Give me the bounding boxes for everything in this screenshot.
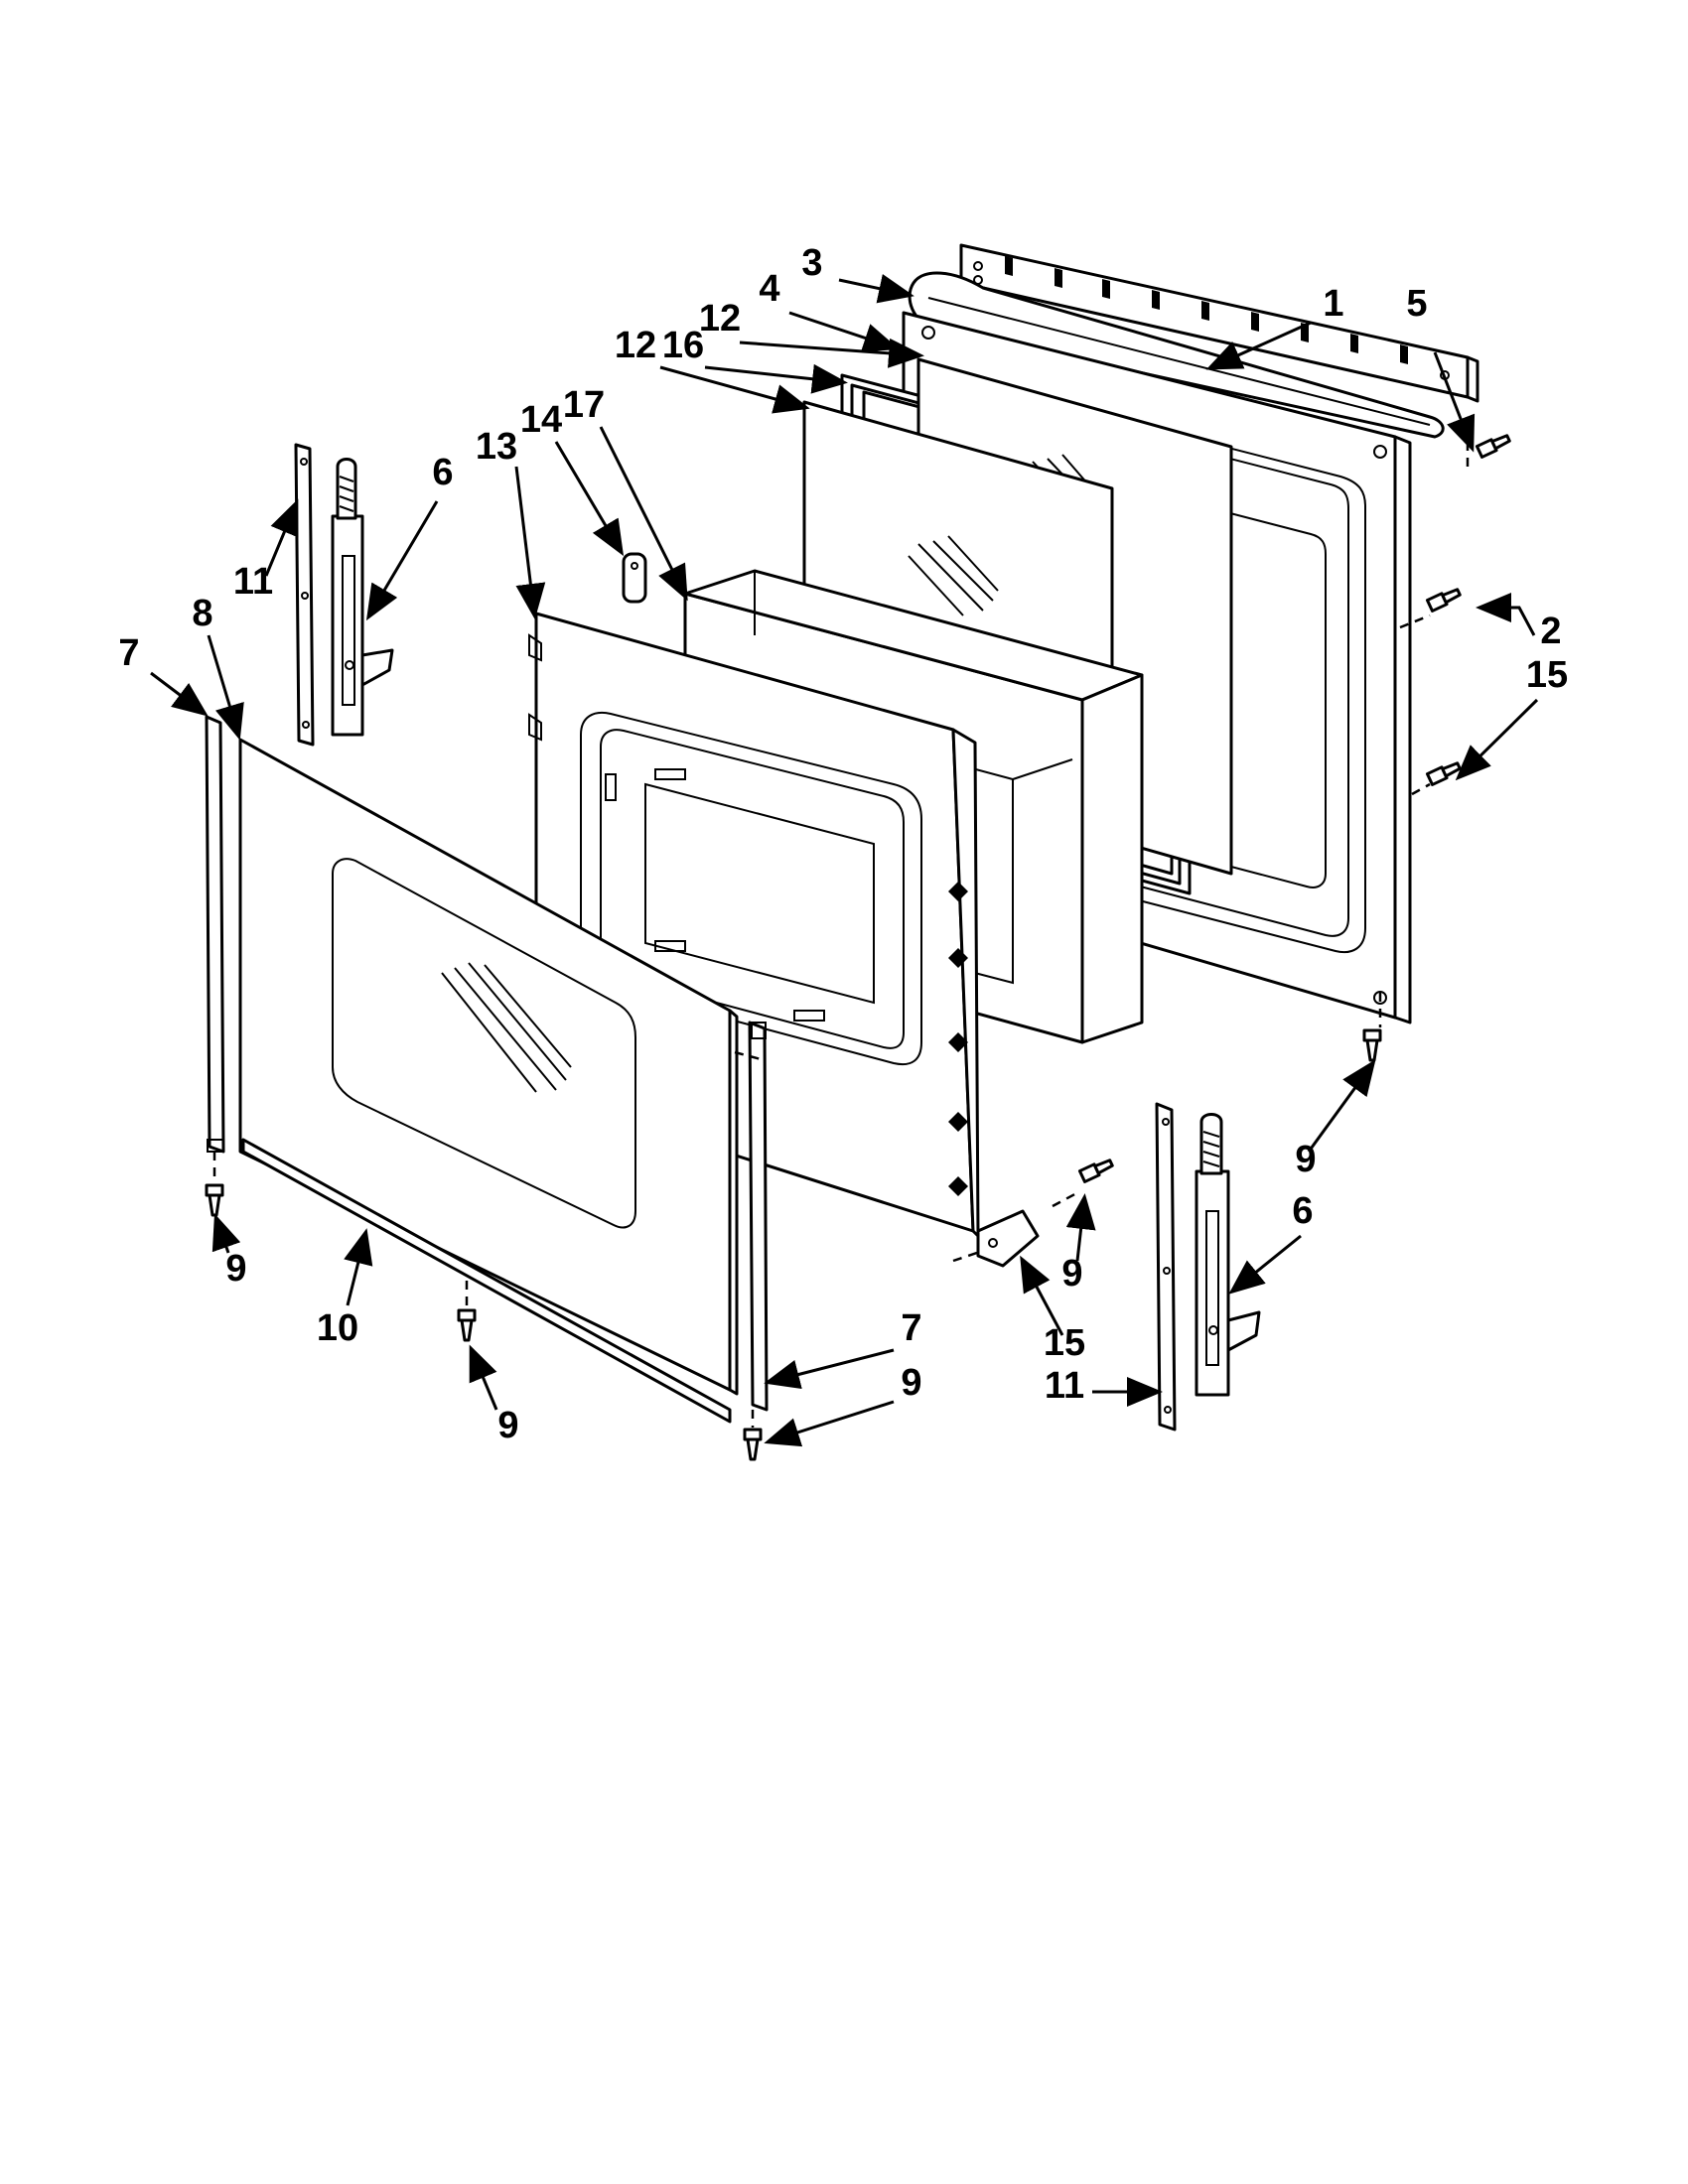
screw-icon xyxy=(1362,1028,1382,1062)
callout-number: 17 xyxy=(563,384,605,426)
callout-number: 10 xyxy=(317,1307,358,1349)
callout-number: 12 xyxy=(615,325,656,366)
callout-number: 2 xyxy=(1540,611,1561,652)
callout-number: 7 xyxy=(118,632,139,674)
screw-icon xyxy=(205,1183,224,1217)
callout-number: 12 xyxy=(699,298,741,340)
callout-number: 1 xyxy=(1323,283,1343,325)
callout-number: 15 xyxy=(1526,654,1568,696)
callout-number: 5 xyxy=(1406,283,1427,325)
leader-lines xyxy=(150,274,1539,1447)
screw-icon xyxy=(743,1428,763,1461)
callout-number: 6 xyxy=(1292,1190,1313,1232)
callout-number: 9 xyxy=(901,1362,921,1404)
callout-number: 16 xyxy=(662,325,704,366)
callout-number: 13 xyxy=(476,426,517,468)
screw-icon xyxy=(1425,588,1462,613)
part-side-trim-left xyxy=(205,715,225,1154)
callout-number: 14 xyxy=(520,399,562,441)
part-hinge-left xyxy=(294,443,394,747)
callout-number: 7 xyxy=(901,1307,921,1349)
callout-number: 11 xyxy=(233,561,273,603)
callout-number: 4 xyxy=(759,268,779,310)
callout-number: 9 xyxy=(1295,1139,1316,1180)
part-outer-door-panel xyxy=(238,738,739,1396)
part-side-trim-right xyxy=(748,1021,769,1412)
screw-icon xyxy=(1425,761,1462,786)
screw-icon xyxy=(457,1308,477,1342)
callout-number: 8 xyxy=(192,593,212,634)
callout-number: 6 xyxy=(432,452,453,493)
part-door-baffle xyxy=(622,552,647,604)
screw-icon xyxy=(1475,434,1511,459)
screw-icon xyxy=(1077,1159,1114,1183)
part-bottom-trim xyxy=(241,1138,732,1424)
part-hinge-right xyxy=(1155,1102,1261,1432)
callout-number: 3 xyxy=(801,242,822,284)
part-door-bracket xyxy=(976,1209,1040,1268)
callout-number: 11 xyxy=(1045,1365,1084,1407)
callout-number: 9 xyxy=(497,1405,518,1446)
callout-number: 15 xyxy=(1044,1322,1085,1364)
callout-number: 9 xyxy=(225,1248,246,1290)
screws xyxy=(205,434,1511,1461)
callout-number: 9 xyxy=(1061,1253,1082,1295)
part-door-handle xyxy=(908,271,1445,439)
